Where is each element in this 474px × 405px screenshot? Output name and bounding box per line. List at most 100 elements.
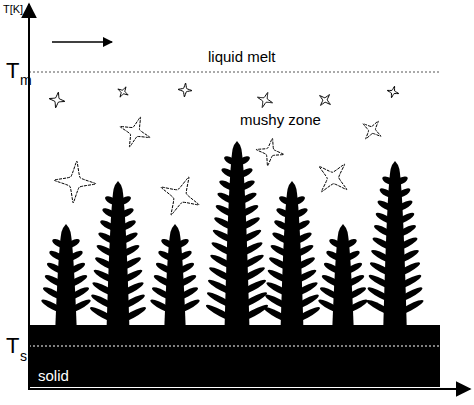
dendrite-branch	[236, 215, 261, 232]
dendrite-branch	[95, 243, 119, 260]
melting-temperature-line	[29, 72, 440, 73]
dendrite-branch	[174, 297, 201, 315]
dendrite-branch	[149, 297, 176, 315]
subscript-label: m	[20, 73, 32, 87]
dendrite-branch	[394, 199, 414, 214]
equiaxed-crystal	[161, 177, 199, 215]
diagram-label: mushy zone	[240, 112, 321, 127]
equiaxed-crystal	[54, 161, 96, 203]
dendrite-branch	[342, 237, 358, 250]
dendrite-branch	[236, 203, 260, 220]
dendrite-branch	[236, 302, 269, 324]
diagram-label: T[K]	[3, 4, 23, 15]
diagram-label: T	[6, 335, 19, 357]
dendrite-branch	[174, 249, 193, 263]
dendrite-branch	[271, 231, 293, 247]
equiaxed-crystal	[387, 86, 399, 98]
subscript-label: s	[20, 349, 27, 363]
dendrite-branch	[117, 231, 139, 247]
dendrite-branch	[394, 298, 425, 318]
dendrite-branch	[291, 255, 316, 272]
dendrite-trunk	[55, 224, 76, 328]
dendrite-branch	[213, 215, 238, 232]
dendrite-branch	[376, 199, 396, 214]
dendrite-branch	[104, 195, 119, 207]
dendrite-branch	[269, 243, 293, 260]
dendrite-branch	[291, 243, 315, 260]
dendrite-branch	[263, 305, 293, 325]
solid-region: solid	[30, 350, 150, 386]
dendrite-trunk	[332, 224, 353, 328]
dendrite-branch	[65, 261, 86, 276]
dendrite-branch	[236, 178, 256, 193]
dendrite-branch	[117, 195, 132, 207]
position-axis	[28, 388, 470, 390]
dendrite-branch	[218, 178, 238, 193]
dendrite-branch	[381, 175, 396, 187]
dendrite-branch	[157, 249, 176, 263]
dendrite-branch	[371, 235, 396, 252]
dendrite-branch	[174, 261, 195, 276]
dendrite-branch	[43, 273, 66, 290]
dendrite-branch	[65, 237, 81, 250]
dendrite-branch	[46, 261, 67, 276]
equiaxed-crystal	[49, 92, 65, 108]
dendrite-branch	[365, 298, 396, 318]
dendrite-branch	[394, 175, 409, 187]
dendrite-branch	[374, 211, 396, 227]
dendrite-branch	[291, 218, 311, 233]
dendrite-branch	[205, 302, 238, 324]
dendrite-trunk	[164, 224, 185, 328]
dendrite-branch	[236, 191, 258, 207]
dendrite-group	[40, 141, 425, 328]
direction-arrow	[52, 41, 112, 42]
dendrite-branch	[291, 305, 321, 325]
dendrite-branch	[394, 223, 417, 239]
dendrite-branch	[320, 273, 343, 290]
dendrite-branch	[275, 206, 293, 220]
dendrite-branch	[48, 249, 67, 263]
dendrite-branch	[273, 218, 293, 233]
dendrite-branch	[223, 155, 238, 167]
dendrite-branch	[40, 297, 67, 315]
dendrite-branch	[291, 195, 306, 207]
equiaxed-crystal	[120, 117, 150, 147]
solidus-temperature-line	[29, 346, 440, 347]
equiaxed-crystal	[118, 87, 128, 97]
dendrite-trunk	[225, 141, 250, 325]
dendrite-branch	[51, 237, 67, 250]
dendrite-branch	[117, 206, 135, 220]
dendrite-branch	[155, 261, 176, 276]
dendrite-branch	[394, 211, 416, 227]
dendrite-branch	[174, 237, 190, 250]
dendrite-branch	[216, 191, 238, 207]
dendrite-branch	[117, 305, 147, 325]
dendrite-branch	[394, 235, 419, 252]
temperature-axis	[28, 4, 30, 390]
dendrite-branch	[101, 206, 119, 220]
equiaxed-crystal	[257, 92, 272, 107]
dendrite-branch	[65, 273, 88, 290]
dendrite-branch	[214, 203, 238, 220]
dendrite-branch	[268, 255, 293, 272]
region-label: solid	[38, 368, 69, 383]
equiaxed-crystal	[320, 95, 331, 106]
dendrite-branch	[291, 231, 313, 247]
dendrite-branch	[65, 249, 84, 263]
dendrite-branch	[378, 186, 396, 200]
diagram-label: liquid melt	[208, 49, 276, 64]
dendrite-branch	[117, 255, 142, 272]
dendrite-branch	[317, 297, 344, 315]
equiaxed-crystal	[178, 83, 192, 97]
dendrite-branch	[65, 297, 92, 315]
dendrite-branch	[94, 255, 119, 272]
dendrite-branch	[342, 297, 369, 315]
dendrite-branch	[328, 237, 344, 250]
dendrite-branch	[97, 231, 119, 247]
dendrite-branch	[152, 273, 175, 290]
dendrite-branch	[394, 186, 412, 200]
dendrite-branch	[342, 273, 365, 290]
dendrite-branch	[236, 155, 251, 167]
dendrite-branch	[174, 273, 197, 290]
dendrite-branch	[236, 166, 254, 180]
